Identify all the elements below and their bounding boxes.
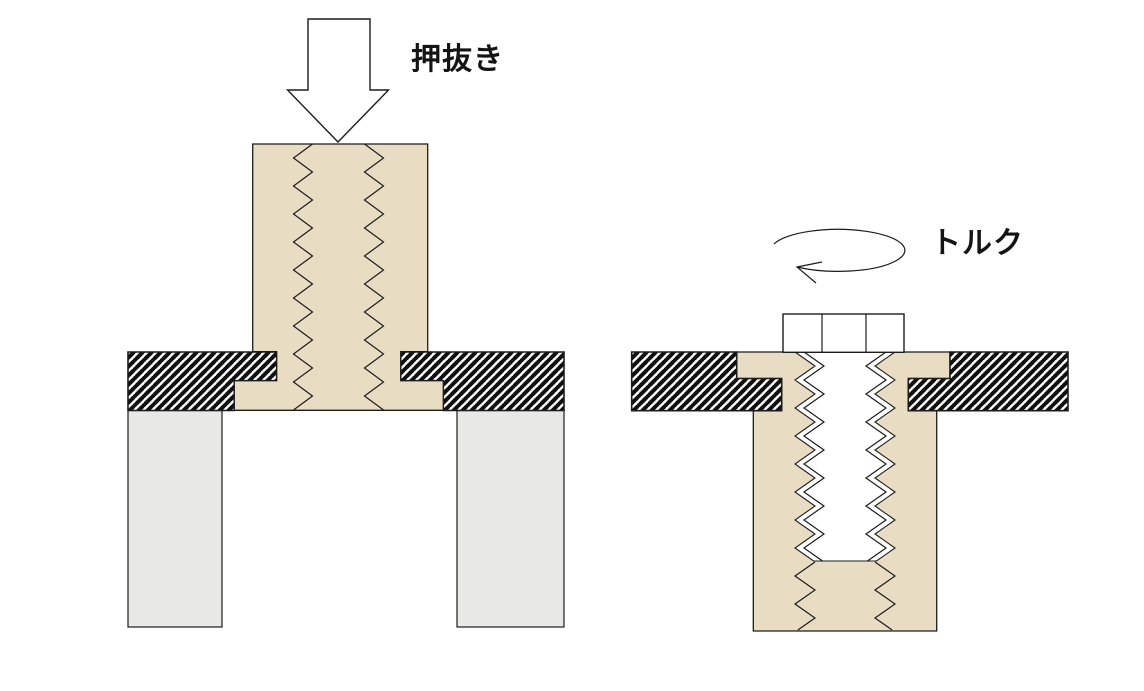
support-block-left bbox=[127, 409, 223, 628]
insert-body-left-figure bbox=[233, 143, 444, 411]
torque-rotation-arrow-icon bbox=[773, 228, 906, 272]
bolt-thread-line bbox=[864, 351, 888, 562]
plate-left-section bbox=[630, 351, 783, 412]
thread-line bbox=[292, 143, 314, 411]
torque-rotation-arrowhead-icon bbox=[795, 261, 823, 284]
support-block-right bbox=[456, 409, 565, 628]
bolt-thread-line bbox=[802, 351, 826, 562]
thread-line bbox=[363, 143, 385, 411]
bolt-hole bbox=[793, 351, 897, 562]
push-out-figure bbox=[127, 18, 565, 628]
bolt-head bbox=[782, 313, 905, 353]
push-out-label: 押抜き bbox=[411, 43, 504, 76]
plate-right-section bbox=[907, 351, 1069, 412]
torque-label: トルク bbox=[931, 227, 1024, 260]
insert-thread-line bbox=[793, 561, 817, 631]
push-out-arrow-icon bbox=[285, 18, 391, 144]
insert-thread-line bbox=[873, 561, 897, 631]
torque-figure bbox=[630, 228, 1069, 632]
